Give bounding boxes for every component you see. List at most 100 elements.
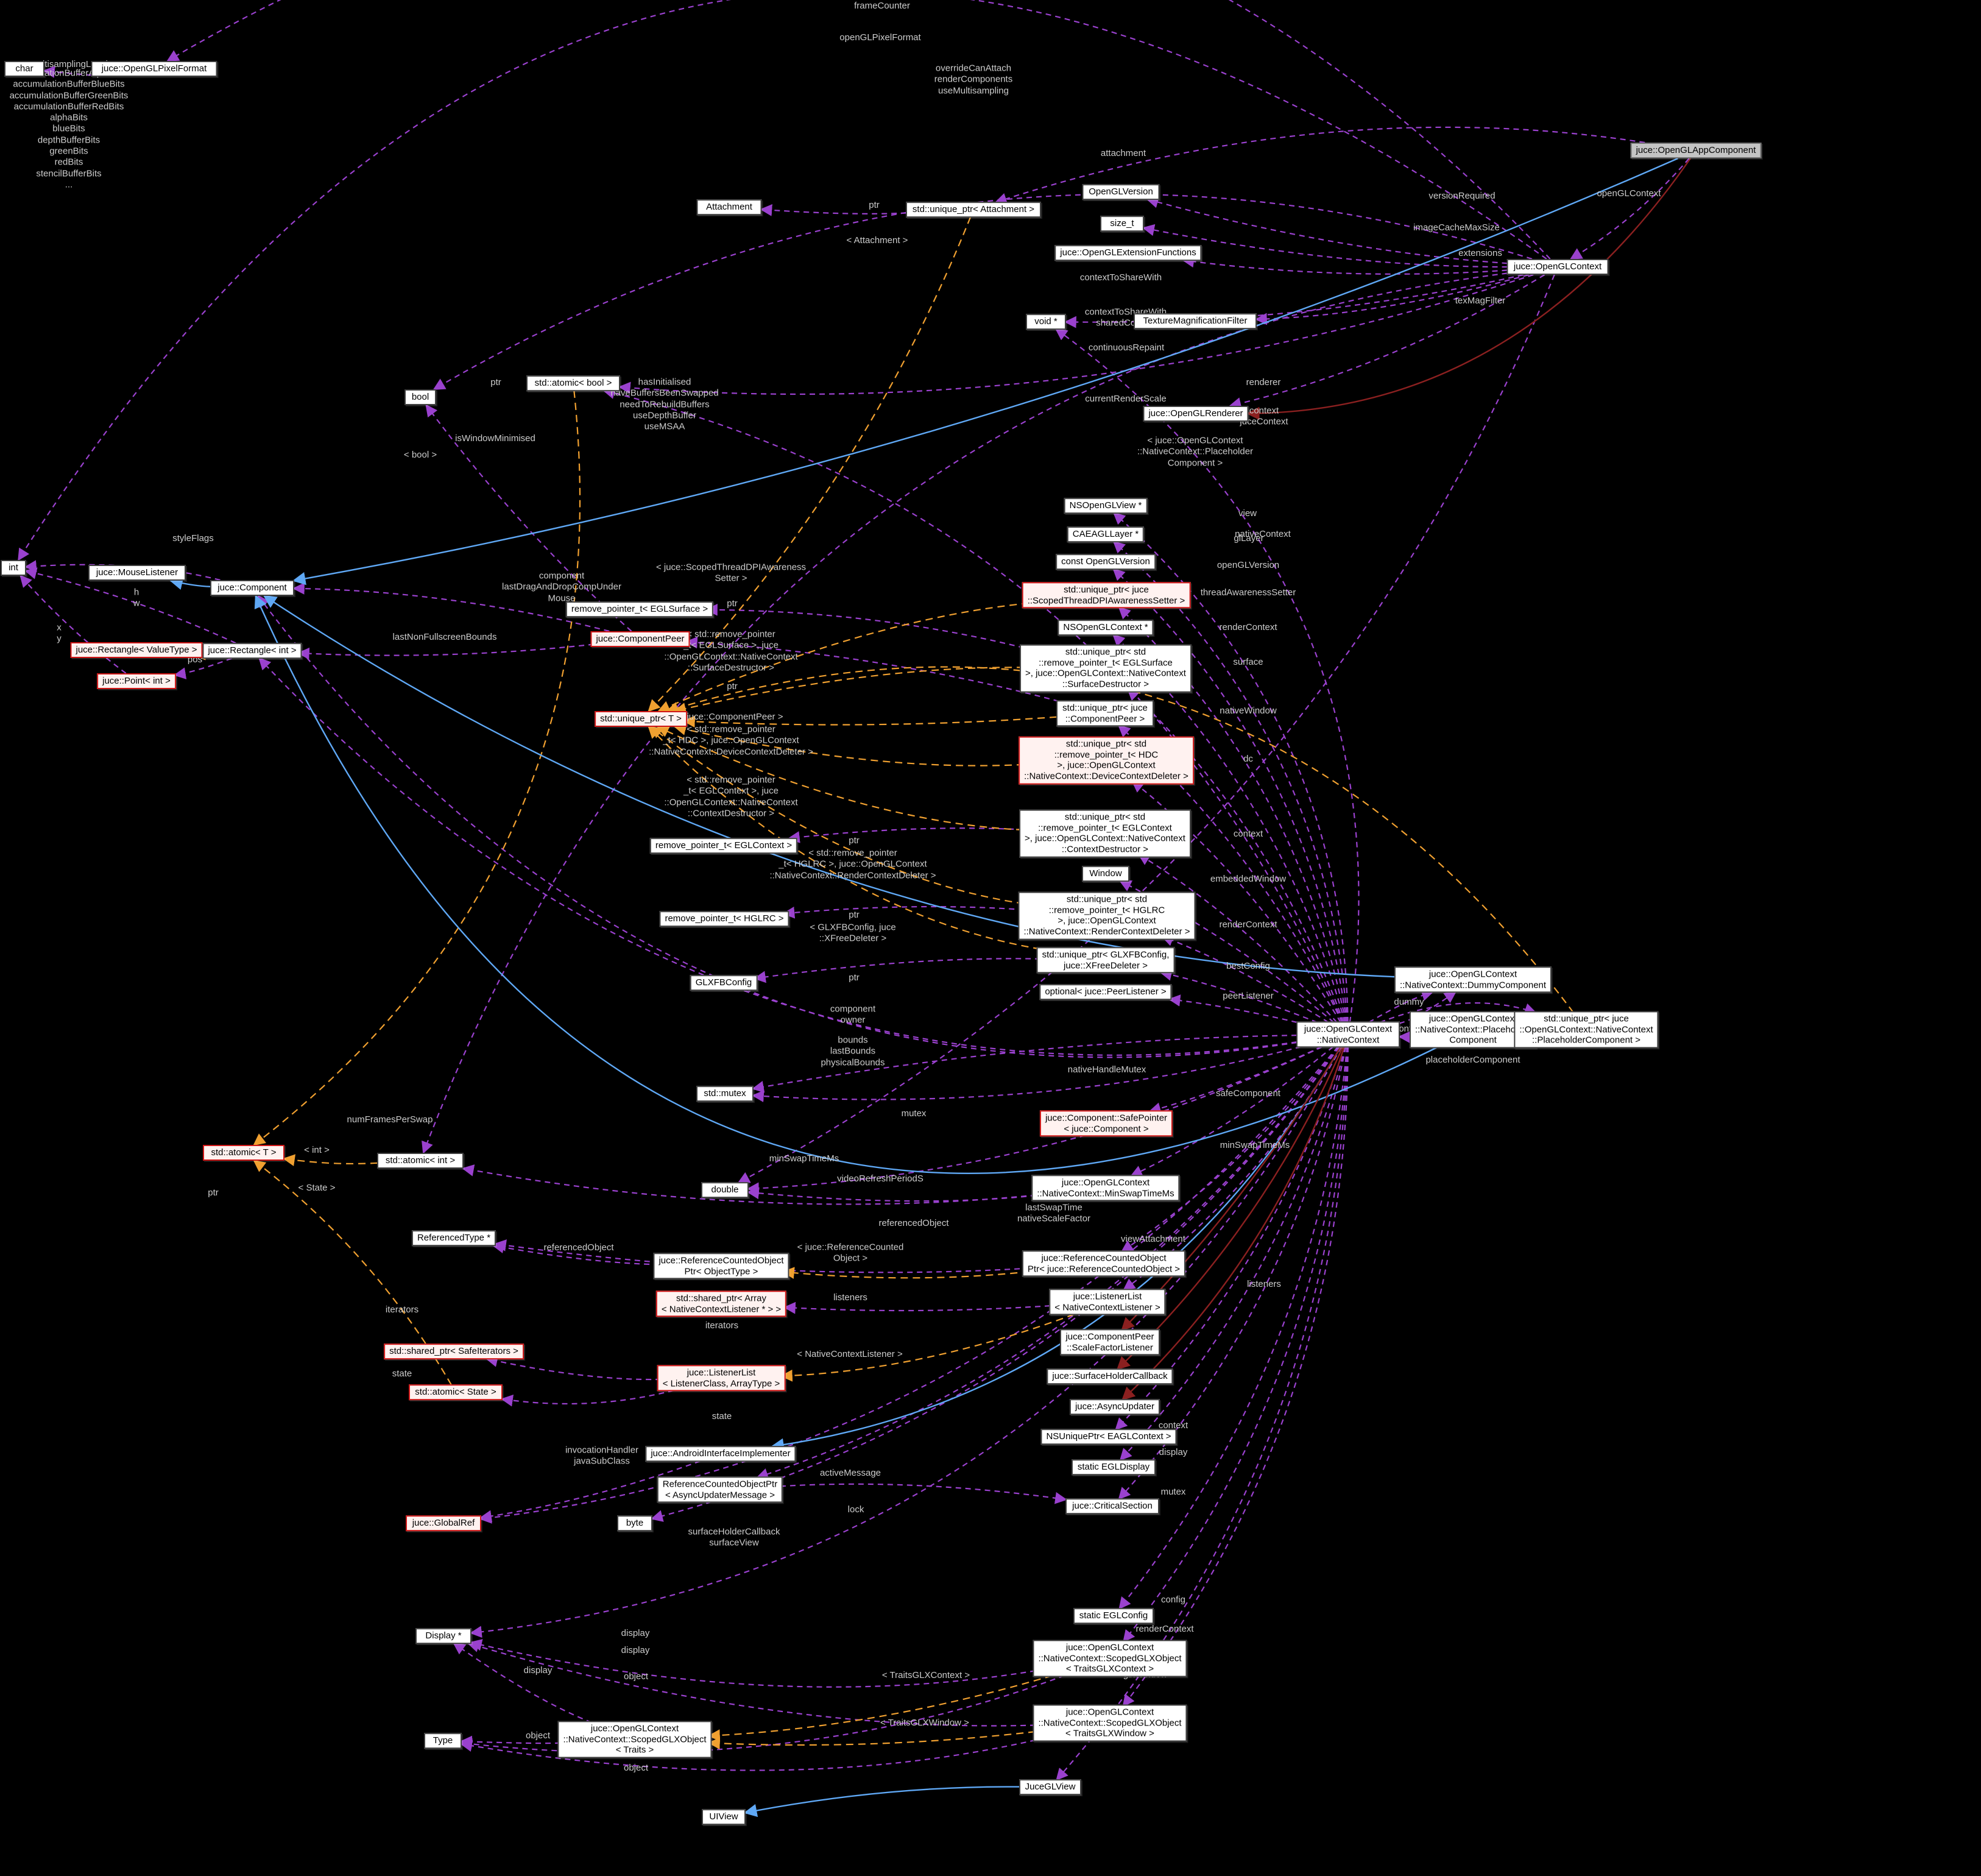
node-scalefac[interactable]: juce::ComponentPeer ::ScaleFactorListene… <box>1060 1329 1160 1356</box>
node-reftype[interactable]: ReferencedType * <box>411 1230 496 1246</box>
node-typeb[interactable]: Type <box>424 1733 462 1749</box>
node-caeagl[interactable]: CAEAGLLayer * <box>1067 526 1145 542</box>
node-byteb[interactable]: byte <box>617 1515 652 1531</box>
edge-label: object <box>623 1671 649 1682</box>
node-windowb[interactable]: Window <box>1082 866 1129 882</box>
node-glxfb[interactable]: GLXFBConfig <box>690 975 758 991</box>
edge-label: ptr <box>490 377 501 388</box>
edge-label: context <box>1158 1420 1188 1431</box>
node-lislis_generic[interactable]: juce::ListenerList < ListenerClass, Arra… <box>657 1365 786 1392</box>
node-uptr_surf[interactable]: std::unique_ptr< std ::remove_pointer_t<… <box>1020 644 1192 693</box>
node-refcntobj[interactable]: juce::ReferenceCountedObject Ptr< juce::… <box>1022 1250 1186 1277</box>
node-critsec[interactable]: juce::CriticalSection <box>1065 1498 1159 1514</box>
node-eglconfig[interactable]: static EGLConfig <box>1073 1608 1154 1624</box>
node-displayp[interactable]: Display * <box>415 1628 471 1644</box>
node-rmp_eglctx[interactable]: remove_pointer_t< EGLContext > <box>649 838 798 854</box>
node-nativectx[interactable]: juce::OpenGLContext ::NativeContext <box>1296 1021 1400 1048</box>
node-scoped_glxwin[interactable]: juce::OpenGLContext ::NativeContext::Sco… <box>1033 1704 1187 1742</box>
node-uptr_placeholder[interactable]: std::unique_ptr< juce ::OpenGLContext::N… <box>1514 1011 1659 1049</box>
edge-label: listeners <box>833 1292 867 1303</box>
node-minswap[interactable]: juce::OpenGLContext ::NativeContext::Min… <box>1031 1175 1180 1202</box>
node-comppeer[interactable]: juce::ComponentPeer <box>590 631 690 647</box>
node-uptr_dpi[interactable]: std::unique_ptr< juce ::ScopedThreadDPIA… <box>1022 582 1191 609</box>
node-atomicstate[interactable]: std::atomic< State > <box>409 1384 503 1400</box>
edge-label: display <box>523 1665 553 1676</box>
node-nsuniq[interactable]: NSUniquePtr< EAGLContext > <box>1040 1429 1177 1445</box>
node-oglctx[interactable]: juce::OpenGLContext <box>1506 259 1609 275</box>
node-voidp[interactable]: void * <box>1026 314 1066 330</box>
edge-nativectx-mutexstd <box>752 1046 1301 1103</box>
edge-label: component owner <box>830 1003 876 1025</box>
edge-minswap-dbl <box>747 1187 1037 1202</box>
edge-label: threadAwarenessSetter <box>1200 587 1296 598</box>
edge-label: ptr <box>208 1187 219 1198</box>
node-juceglview[interactable]: JuceGLView <box>1019 1779 1081 1795</box>
edge-label: mutex <box>901 1108 927 1119</box>
edge-minswap-atomicint <box>462 1164 1037 1205</box>
node-uiview[interactable]: UIView <box>702 1809 746 1825</box>
edge-label: renderContext <box>1219 621 1277 632</box>
node-rmp_hglrc[interactable]: remove_pointer_t< HGLRC > <box>659 911 789 927</box>
node-sharr[interactable]: std::shared_ptr< Array < NativeContextLi… <box>655 1290 787 1317</box>
edge-label: peerListener <box>1223 990 1274 1001</box>
node-oglver[interactable]: OpenGLVersion <box>1082 184 1160 200</box>
node-oglext[interactable]: juce::OpenGLExtensionFunctions <box>1054 245 1202 261</box>
node-refptr_obj[interactable]: juce::ReferenceCountedObject Ptr< Object… <box>653 1253 789 1280</box>
node-surfholder[interactable]: juce::SurfaceHolderCallback <box>1047 1368 1173 1384</box>
node-texmag[interactable]: TextureMagnificationFilter <box>1134 313 1257 329</box>
edge-uptr_attach-attach <box>760 204 907 216</box>
node-comp[interactable]: juce::Component <box>210 580 294 596</box>
node-asyncupd[interactable]: juce::AsyncUpdater <box>1069 1399 1160 1415</box>
node-inti[interactable]: int <box>1 560 26 576</box>
node-rectvt[interactable]: juce::Rectangle< ValueType > <box>70 642 203 658</box>
node-safeptr[interactable]: juce::Component::SafePointer < juce::Com… <box>1039 1110 1173 1137</box>
node-uptr_peer[interactable]: std::unique_ptr< juce ::ComponentPeer > <box>1056 700 1154 727</box>
node-pixfmt[interactable]: juce::OpenGLPixelFormat <box>91 61 217 77</box>
node-constoglver[interactable]: const OpenGLVersion <box>1056 554 1156 570</box>
node-dummy[interactable]: juce::OpenGLContext ::NativeContext::Dum… <box>1394 966 1552 993</box>
edge-atomicint-atomicT <box>283 1154 378 1166</box>
edge-label: texMagFilter <box>1455 295 1506 306</box>
node-refptr_async[interactable]: ReferenceCountedObjectPtr < AsyncUpdater… <box>657 1476 783 1503</box>
node-oglrend[interactable]: juce::OpenGLRenderer <box>1143 406 1249 422</box>
node-scoped_glxctx[interactable]: juce::OpenGLContext ::NativeContext::Sco… <box>1033 1640 1187 1677</box>
node-globalref[interactable]: juce::GlobalRef <box>406 1515 481 1531</box>
node-dbl[interactable]: double <box>701 1182 749 1198</box>
edge-label: openGLVersion <box>1216 559 1280 570</box>
node-opt_peerlis[interactable]: optional< juce::PeerListener > <box>1039 984 1172 1000</box>
node-uptrT[interactable]: std::unique_ptr< T > <box>595 711 687 727</box>
edge-nativectx-scoped_glxctx <box>1123 1046 1348 1643</box>
node-lislis_native[interactable]: juce::ListenerList < NativeContextListen… <box>1049 1289 1166 1315</box>
edge-label: surfaceHolderCallback surfaceView <box>688 1526 780 1548</box>
node-appcomp[interactable]: juce::OpenGLAppComponent <box>1630 143 1762 158</box>
node-rectint[interactable]: juce::Rectangle< int > <box>202 643 302 659</box>
edge-nativectx-minswap <box>1130 1046 1334 1177</box>
edge-oglctx-boolb <box>433 193 1533 390</box>
node-atomicT[interactable]: std::atomic< T > <box>203 1145 284 1161</box>
edge-pixfmt-char <box>43 66 92 78</box>
edge-label: contextToShareWith <box>1079 272 1162 283</box>
node-uptr_attach[interactable]: std::unique_ptr< Attachment > <box>906 202 1041 218</box>
node-boolb[interactable]: bool <box>404 389 436 405</box>
edge-label: numFramesPerSwap <box>347 1114 433 1125</box>
node-uptr_hdc[interactable]: std::unique_ptr< std ::remove_pointer_t<… <box>1019 736 1194 785</box>
node-scoped_traits[interactable]: juce::OpenGLContext ::NativeContext::Sco… <box>557 1721 712 1758</box>
node-uptr_hglrc[interactable]: std::unique_ptr< std ::remove_pointer_t<… <box>1018 891 1196 940</box>
node-uptr_glxfb[interactable]: std::unique_ptr< GLXFBConfig, juce::XFre… <box>1036 947 1175 974</box>
edge-label: invocationHandler javaSubClass <box>565 1445 639 1467</box>
node-shsafe[interactable]: std::shared_ptr< SafeIterators > <box>384 1343 524 1359</box>
node-nsoglctx[interactable]: NSOpenGLContext * <box>1058 620 1154 635</box>
node-attach[interactable]: Attachment <box>696 199 762 215</box>
node-eagldisp[interactable]: static EGLDisplay <box>1072 1459 1156 1475</box>
node-char[interactable]: char <box>4 61 44 77</box>
node-android[interactable]: juce::AndroidInterfaceImplementer <box>645 1446 796 1462</box>
node-rmp_eglsurf[interactable]: remove_pointer_t< EGLSurface > <box>565 601 714 617</box>
node-sizet[interactable]: size_t <box>1100 216 1144 232</box>
node-mouselis[interactable]: juce::MouseListener <box>88 565 186 581</box>
node-pointint[interactable]: juce::Point< int > <box>97 673 176 689</box>
node-atomicint[interactable]: std::atomic< int > <box>377 1153 464 1169</box>
node-atomicbool[interactable]: std::atomic< bool > <box>526 375 620 391</box>
node-mutexstd[interactable]: std::mutex <box>696 1086 754 1102</box>
node-uptr_eglctx[interactable]: std::unique_ptr< std ::remove_pointer_t<… <box>1019 809 1191 858</box>
node-nsoglview[interactable]: NSOpenGLView * <box>1064 498 1148 514</box>
